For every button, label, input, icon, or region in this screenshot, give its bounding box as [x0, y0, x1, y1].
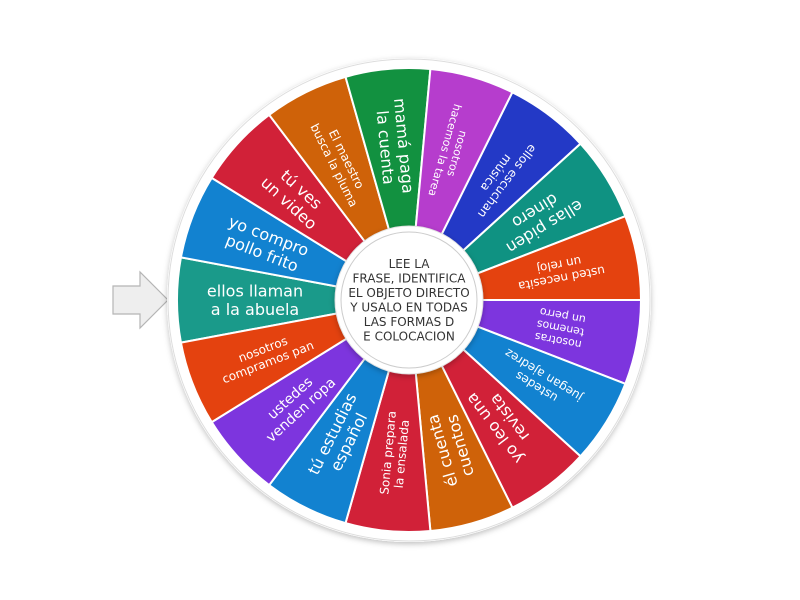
arrow-right-icon: [112, 270, 169, 330]
wheel-segments[interactable]: [176, 67, 643, 533]
svg-text:Sonia preparala ensalada: Sonia preparala ensalada: [377, 410, 412, 496]
segment-label: Sonia preparala ensalada: [377, 410, 412, 496]
wheel-hub[interactable]: [340, 231, 478, 369]
